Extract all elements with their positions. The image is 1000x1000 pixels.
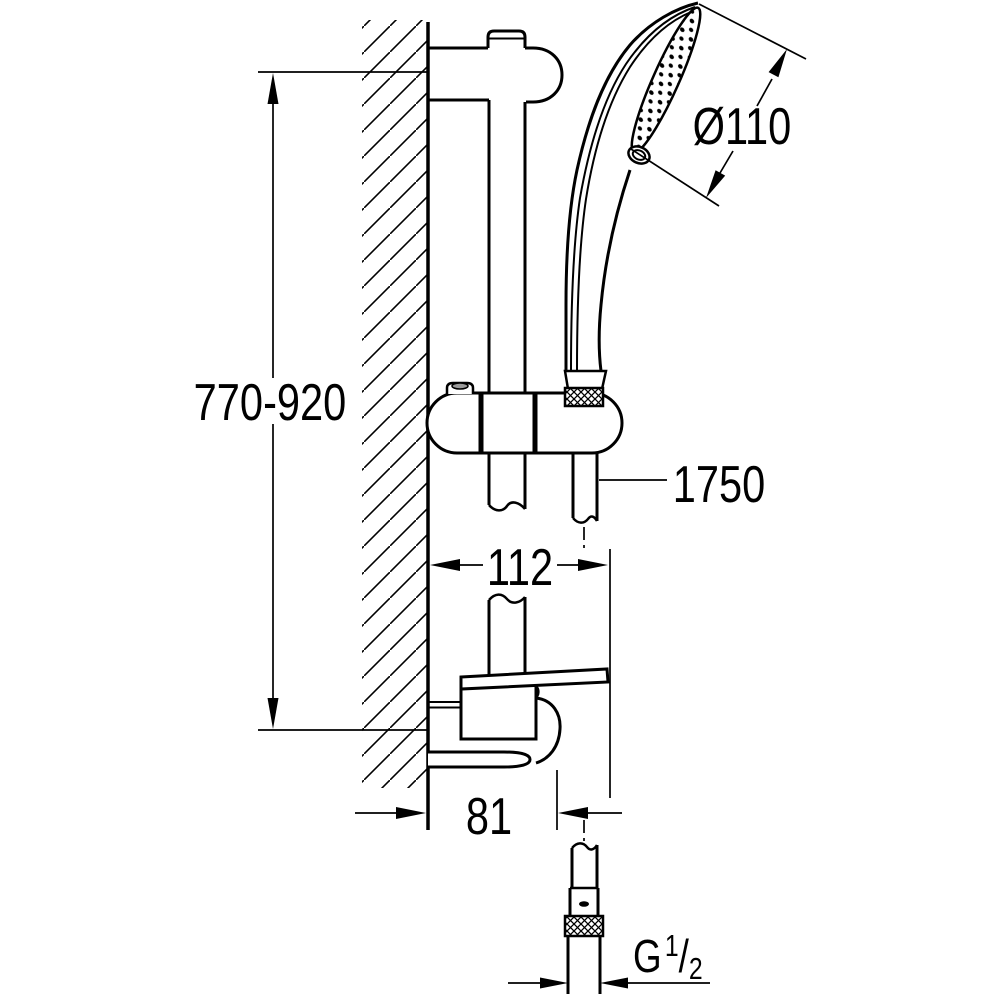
handle-outer-edge: [564, 1, 699, 371]
bottom-bracket-arm: [428, 750, 532, 769]
soap-dish: [459, 667, 610, 691]
slider-body: [425, 391, 624, 455]
handle-inner-line-1: [570, 6, 696, 372]
top-bracket: [428, 29, 564, 104]
hose-break-edge: [572, 515, 599, 524]
thread-prefix: G: [633, 930, 662, 982]
hose-break-edge-lower: [571, 842, 599, 851]
label-hose-length: 1750: [673, 455, 766, 514]
wall-hatch: [362, 20, 428, 788]
dim-lower-offset: 81: [355, 770, 622, 845]
arrow-right: [600, 977, 628, 989]
bottom-bracket: [428, 667, 610, 769]
arrow-down: [267, 698, 279, 729]
arrow-right: [558, 807, 588, 819]
handle-knurled-nut: [563, 386, 605, 408]
label-height-range: 770-920: [194, 373, 347, 432]
dim-hose-length: 1750: [599, 455, 766, 514]
thread-slash: /: [679, 930, 690, 982]
slider-holder: [425, 381, 624, 455]
shower-hose: [563, 453, 605, 994]
label-upper-offset: 112: [487, 538, 553, 597]
dim-height-range: 770-920: [194, 71, 428, 731]
arrow-left: [430, 559, 460, 571]
wall: [362, 20, 430, 830]
handle-front-edge: [597, 169, 632, 372]
fitting-detail-dot: [579, 901, 589, 907]
thread-denominator: 2: [689, 951, 703, 985]
handle-cone: [563, 369, 608, 391]
arrow-right: [578, 559, 608, 571]
arrow-left: [540, 977, 568, 989]
slider-knob-top: [451, 382, 469, 390]
dim-head-diameter: Ø110: [630, 3, 807, 207]
arrow-upper: [768, 49, 787, 78]
dim-upper-offset: 112: [430, 538, 611, 798]
bottom-bracket-body: [459, 682, 538, 741]
rail-break-edge-lower: [488, 593, 526, 604]
arrow-up: [267, 73, 279, 104]
arrow-left: [396, 807, 426, 819]
slide-rail: [487, 100, 527, 680]
bottom-bracket-cap: [535, 696, 562, 765]
handle-inner-line-2: [576, 11, 692, 372]
hose-knurled-nut: [563, 914, 605, 938]
label-head-diameter: Ø110: [693, 97, 792, 156]
arrow-lower: [706, 170, 726, 198]
thread-numerator: 1: [665, 928, 679, 962]
label-lower-offset: 81: [466, 787, 512, 846]
rail-break-edge: [488, 501, 526, 512]
